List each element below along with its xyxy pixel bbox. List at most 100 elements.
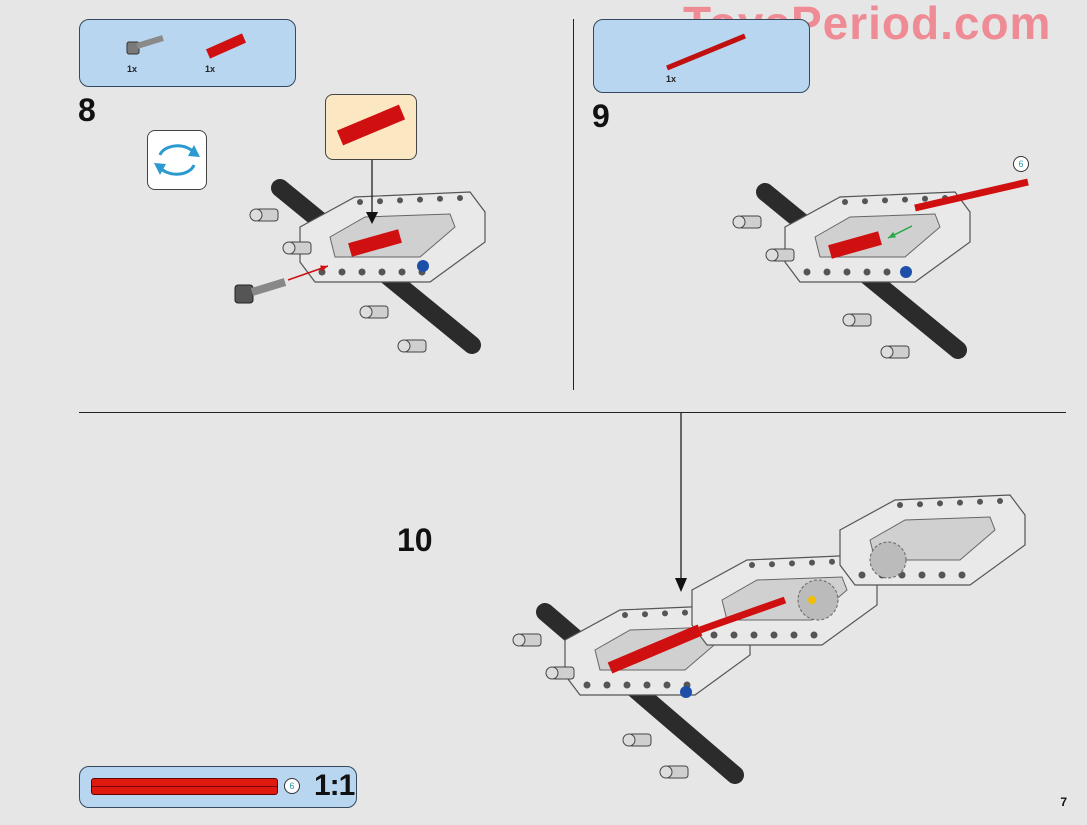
red-axle xyxy=(348,229,402,257)
hole xyxy=(862,198,868,205)
hole xyxy=(643,681,651,689)
hole xyxy=(662,610,668,617)
blue-pin xyxy=(900,266,912,278)
pin-head xyxy=(397,339,411,353)
axle-length-badge: 6 xyxy=(284,778,300,794)
part-qty: 1x xyxy=(666,74,677,84)
hole xyxy=(398,268,406,276)
hole xyxy=(710,631,718,639)
pin-head xyxy=(659,765,673,779)
gear xyxy=(797,579,839,621)
axle-ruler-callout: 6 1:1 xyxy=(79,766,357,808)
yellow-bush xyxy=(808,596,816,604)
red-axle xyxy=(607,624,703,674)
hole xyxy=(917,501,923,508)
part-qty: 1x xyxy=(127,64,138,74)
hole xyxy=(803,268,811,276)
hole xyxy=(358,268,366,276)
hole xyxy=(377,198,383,205)
pointer-arrow xyxy=(366,212,378,224)
part-qty: 1x xyxy=(205,64,216,74)
step-8-parts-callout: 1x 1x xyxy=(79,19,296,87)
hole xyxy=(682,609,688,616)
hole xyxy=(958,571,966,579)
pin-head xyxy=(622,733,636,747)
connector-peg xyxy=(234,284,254,304)
hole xyxy=(843,268,851,276)
hole xyxy=(750,631,758,639)
hole xyxy=(623,681,631,689)
red-axle xyxy=(828,231,882,259)
hole xyxy=(769,561,775,568)
hole xyxy=(789,560,795,567)
hole xyxy=(810,631,818,639)
gear xyxy=(869,541,907,579)
pin-head xyxy=(512,633,526,647)
hole xyxy=(457,195,463,201)
hole xyxy=(829,558,835,565)
hole xyxy=(749,562,755,568)
pin-head xyxy=(765,248,779,262)
connector-peg xyxy=(250,278,287,296)
hole xyxy=(922,195,928,202)
arrow-head xyxy=(320,265,328,272)
pointer-arrow xyxy=(675,578,687,592)
blue-pin xyxy=(417,260,429,272)
hole xyxy=(842,199,848,205)
red-connector-icon xyxy=(336,104,406,146)
hole xyxy=(823,268,831,276)
hole xyxy=(583,681,591,689)
hole xyxy=(642,611,648,618)
hole xyxy=(437,195,443,202)
axle-ruler-bar xyxy=(91,778,278,795)
step-number: 10 xyxy=(397,522,433,558)
pin-head xyxy=(282,241,296,255)
connector-peg-icon xyxy=(136,35,164,49)
scale-label: 1:1 xyxy=(314,769,355,802)
hole xyxy=(622,612,628,618)
horizontal-divider xyxy=(79,412,1066,413)
hole xyxy=(357,199,363,205)
hole xyxy=(977,498,983,505)
pin-head xyxy=(249,208,263,222)
vertical-divider xyxy=(573,19,574,390)
hole xyxy=(338,268,346,276)
red-connector-icon xyxy=(205,33,247,59)
hole xyxy=(318,268,326,276)
step-number: 8 xyxy=(78,92,96,128)
blue-pin xyxy=(680,686,692,698)
pin-head xyxy=(545,666,559,680)
pin-head xyxy=(842,313,856,327)
hole xyxy=(938,571,946,579)
hole xyxy=(809,559,815,566)
rotate-model-icon xyxy=(147,130,207,190)
hole xyxy=(902,196,908,203)
arrow-head xyxy=(888,231,896,238)
hole xyxy=(957,499,963,506)
hole xyxy=(918,571,926,579)
axle-length-badge: 6 xyxy=(1013,156,1029,172)
hole xyxy=(882,197,888,204)
hole xyxy=(897,502,903,508)
hole xyxy=(937,500,943,507)
red-axle xyxy=(698,596,787,634)
step-number: 9 xyxy=(592,98,610,134)
hole xyxy=(858,571,866,579)
hole xyxy=(863,268,871,276)
hole xyxy=(770,631,778,639)
hole xyxy=(378,268,386,276)
red-axle xyxy=(914,178,1029,212)
hole xyxy=(997,498,1003,504)
page-number: 7 xyxy=(1060,795,1067,809)
hole xyxy=(730,631,738,639)
hole xyxy=(417,196,423,203)
hole xyxy=(883,268,891,276)
hole xyxy=(603,681,611,689)
pin-head xyxy=(359,305,373,319)
hole xyxy=(397,197,403,204)
hole xyxy=(790,631,798,639)
red-axle-icon xyxy=(666,33,746,71)
hole xyxy=(898,571,906,579)
pin-head xyxy=(880,345,894,359)
